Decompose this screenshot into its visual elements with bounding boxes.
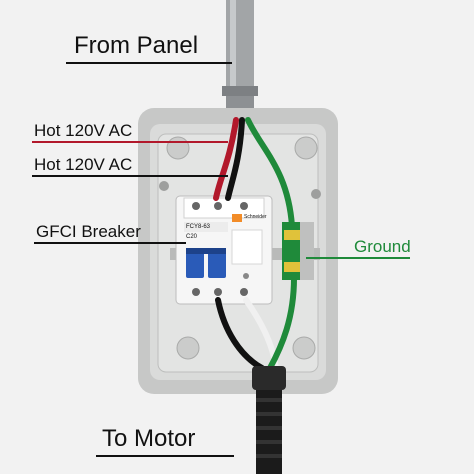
conduit-pipe (220, 0, 260, 122)
to-motor-underline (96, 455, 234, 457)
hot-black-label: Hot 120V AC (34, 155, 133, 174)
from-panel-underline (66, 62, 232, 64)
ground-terminal-block (282, 222, 314, 280)
ground-label: Ground (354, 237, 411, 256)
gfci-breaker-label: GFCI Breaker (36, 222, 141, 241)
breaker-brand: Schneider (244, 214, 267, 220)
breaker-rating: C20 (186, 234, 198, 240)
breaker-model: FCY8-63 (186, 224, 211, 230)
cable-gland (252, 366, 286, 474)
gfci-breaker (175, 195, 273, 305)
hot-red-label: Hot 120V AC (34, 121, 133, 140)
from-panel-label: From Panel (74, 32, 199, 59)
to-motor-label: To Motor (102, 425, 196, 452)
leader-lines (32, 141, 410, 259)
outgoing-wires (215, 275, 297, 373)
incoming-wires (213, 117, 295, 229)
